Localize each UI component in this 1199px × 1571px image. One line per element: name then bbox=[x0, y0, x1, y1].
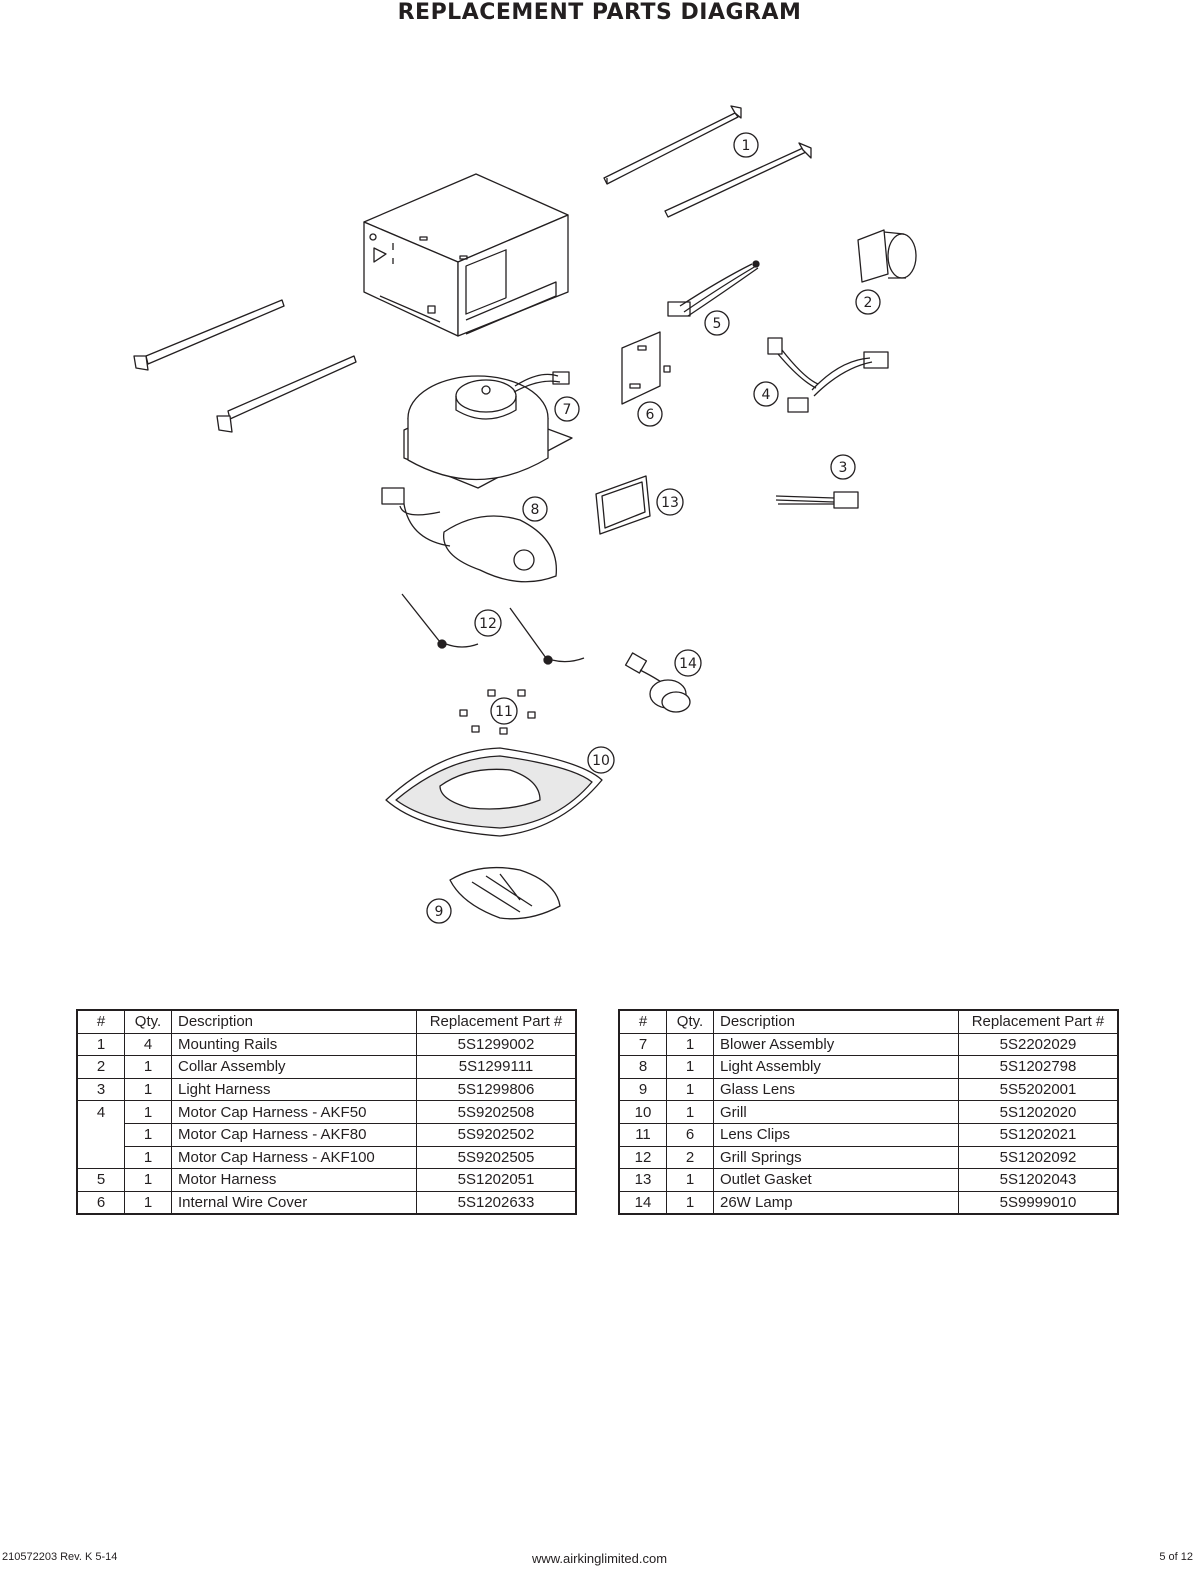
svg-text:9: 9 bbox=[435, 904, 444, 920]
callout-8: 8 bbox=[522, 496, 548, 522]
svg-text:13: 13 bbox=[661, 495, 679, 511]
svg-text:14: 14 bbox=[679, 656, 697, 672]
grill-drawing bbox=[385, 747, 603, 837]
svg-text:8: 8 bbox=[531, 502, 540, 518]
callout-10: 10 bbox=[587, 746, 615, 774]
light-harness-drawing bbox=[775, 491, 859, 509]
svg-text:5: 5 bbox=[713, 316, 722, 332]
footer-doc-number: 210572203 Rev. K 5-14 bbox=[2, 1551, 118, 1563]
callout-5: 5 bbox=[704, 310, 730, 336]
housing-drawing bbox=[363, 173, 569, 337]
blower-drawing bbox=[403, 371, 573, 489]
wire-cover-drawing bbox=[621, 331, 671, 405]
header-part-number: Replacement Part # bbox=[958, 1010, 1119, 1034]
svg-text:10: 10 bbox=[592, 753, 610, 769]
svg-text:12: 12 bbox=[479, 616, 497, 632]
header-num: # bbox=[76, 1010, 125, 1034]
callout-7: 7 bbox=[554, 396, 580, 422]
callout-14: 14 bbox=[674, 649, 702, 677]
mounting-rail-drawing bbox=[133, 105, 812, 433]
header-qty: Qty. bbox=[124, 1010, 172, 1034]
svg-text:11: 11 bbox=[495, 704, 513, 720]
header-num: # bbox=[618, 1010, 667, 1034]
motor-cap-harness-drawing bbox=[767, 337, 889, 413]
header-description: Description bbox=[171, 1010, 417, 1034]
glass-lens-drawing bbox=[449, 866, 561, 920]
motor-harness-drawing bbox=[667, 260, 760, 317]
svg-text:2: 2 bbox=[864, 295, 873, 311]
callout-9: 9 bbox=[426, 898, 452, 924]
callout-6: 6 bbox=[637, 401, 663, 427]
collar-drawing bbox=[857, 229, 917, 283]
callout-11: 11 bbox=[490, 697, 518, 725]
grill-springs-drawing bbox=[401, 593, 585, 665]
lens-clips-drawing bbox=[459, 689, 536, 735]
callout-1: 1 bbox=[733, 132, 759, 158]
outlet-gasket-drawing bbox=[595, 475, 651, 535]
page-title: REPLACEMENT PARTS DIAGRAM bbox=[397, 0, 802, 25]
header-qty: Qty. bbox=[666, 1010, 714, 1034]
callout-4: 4 bbox=[753, 381, 779, 407]
callout-3: 3 bbox=[830, 454, 856, 480]
header-part-number: Replacement Part # bbox=[416, 1010, 577, 1034]
svg-text:3: 3 bbox=[839, 460, 848, 476]
light-assembly-drawing bbox=[381, 487, 557, 583]
callout-2: 2 bbox=[855, 289, 881, 315]
svg-text:7: 7 bbox=[563, 402, 572, 418]
footer-page-number: 5 of 12 bbox=[1159, 1551, 1193, 1563]
exploded-parts-diagram: 1 2 3 4 5 6 7 8 9 10 11 12 13 14 bbox=[133, 105, 917, 924]
footer-website[interactable]: www.airkinglimited.com bbox=[531, 1551, 668, 1566]
callout-13: 13 bbox=[656, 488, 684, 516]
callout-12: 12 bbox=[474, 609, 502, 637]
lamp-drawing bbox=[624, 652, 691, 713]
svg-text:6: 6 bbox=[646, 407, 655, 423]
table-header-row: # Qty. Description Replacement Part # bbox=[76, 1010, 577, 1034]
svg-text:4: 4 bbox=[762, 387, 771, 403]
svg-text:1: 1 bbox=[742, 138, 751, 154]
table-header-row: # Qty. Description Replacement Part # bbox=[618, 1010, 1119, 1034]
header-description: Description bbox=[713, 1010, 959, 1034]
